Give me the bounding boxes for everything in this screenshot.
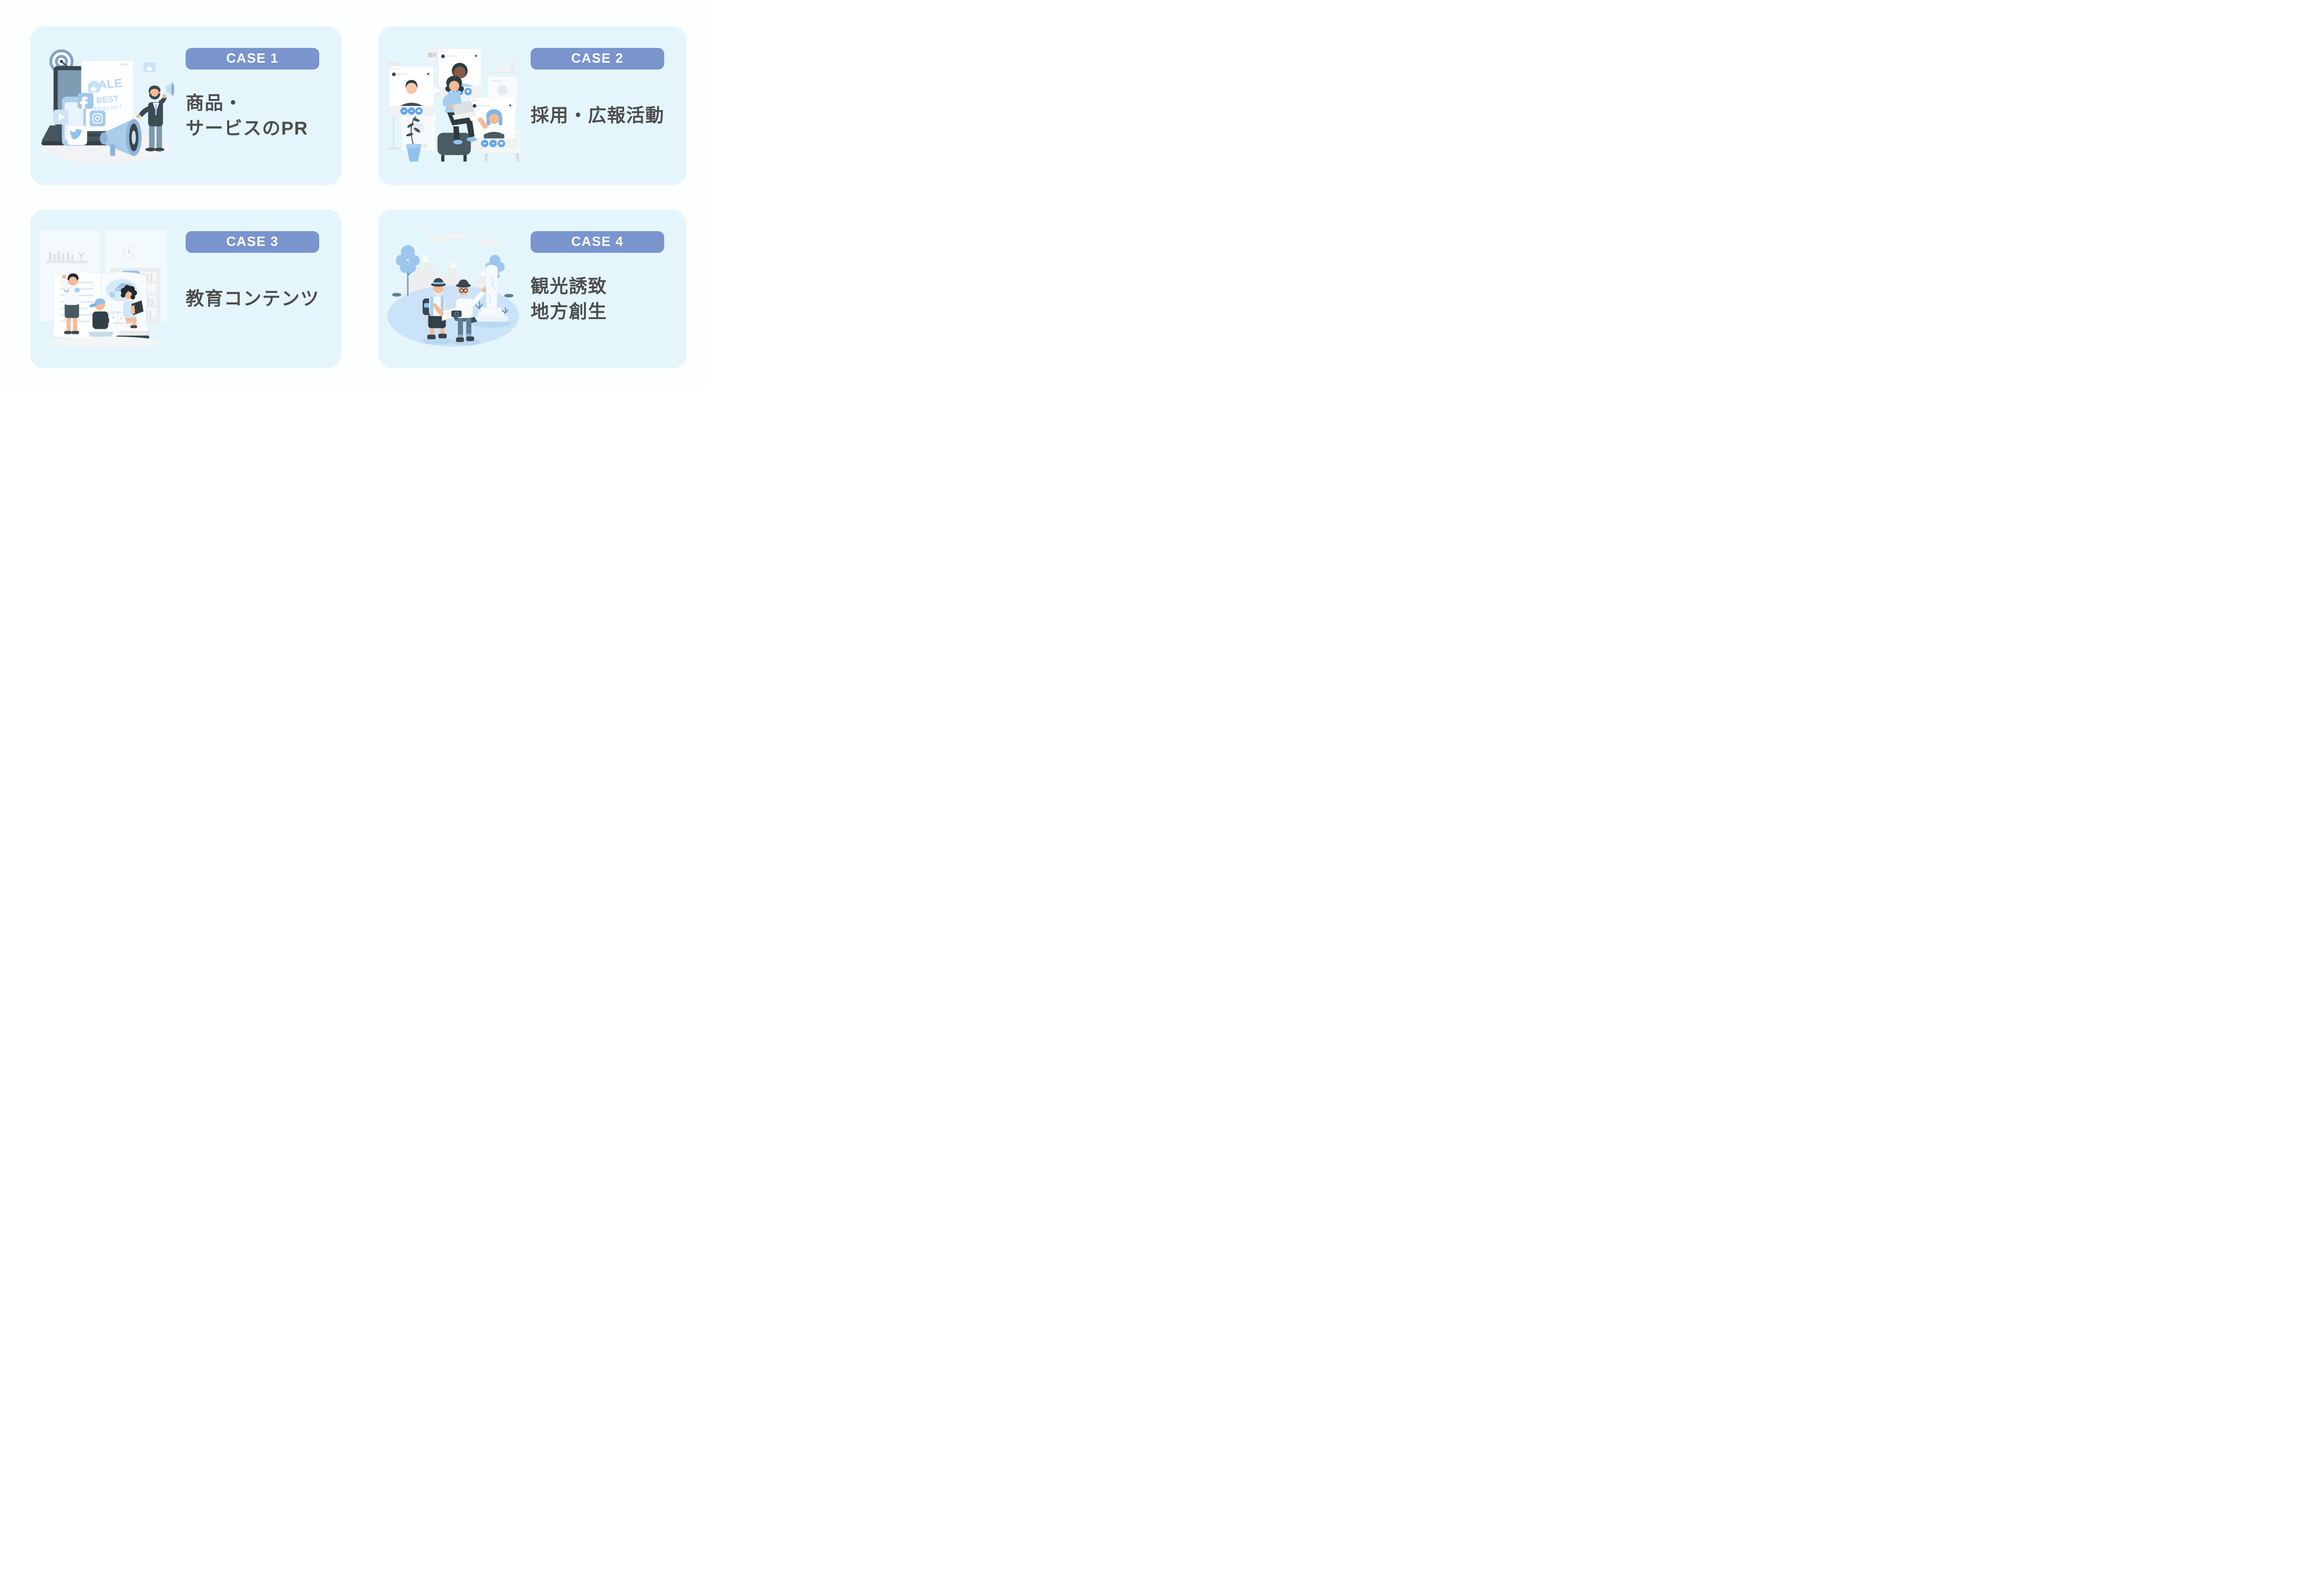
product-pr-illustration: SALE BEST PRODUCT: [41, 49, 175, 163]
face: [433, 284, 444, 295]
title-line: 観光誘致: [531, 276, 607, 297]
case-badge: CASE 4: [531, 231, 664, 253]
call-window-left: [389, 65, 441, 116]
laptop-base: [452, 111, 478, 120]
pointing-arm: [470, 290, 485, 307]
illustration-case-2: [384, 42, 523, 165]
card-case-2: CASE 2 採用・広報活動: [378, 26, 686, 185]
video-call-illustration: [386, 48, 520, 162]
gray-hair: [457, 291, 460, 297]
text-panel-case-2: CASE 2 採用・広報活動: [531, 48, 664, 163]
tree: [396, 245, 420, 296]
bush: [392, 293, 402, 297]
case-badge: CASE 2: [531, 48, 664, 70]
infographic-canvas: SALE BEST PRODUCT: [0, 0, 707, 390]
illustration-case-4: [384, 225, 523, 348]
twitter-icon: [67, 125, 88, 146]
text-panel-case-3: CASE 3 教育コンテンツ: [186, 231, 319, 346]
cap-boy: [88, 298, 125, 338]
ground-shadow: [50, 336, 161, 348]
ottoman: [437, 133, 471, 155]
facebook-icon: [77, 93, 94, 109]
shorts: [428, 314, 446, 328]
curly-hair: [121, 285, 137, 300]
bush: [504, 294, 514, 298]
shoe: [453, 140, 463, 145]
face: [449, 81, 460, 91]
camera-icon: [425, 48, 439, 62]
megaphone-icon: [99, 119, 142, 156]
card-case-4: CASE 4 観光誘致 地方創生: [378, 210, 686, 368]
shorts: [64, 303, 79, 318]
standing-boy: [61, 273, 80, 334]
illustration-case-1: SALE BEST PRODUCT: [36, 42, 175, 165]
hat: [458, 279, 469, 285]
title-line: サービスのPR: [186, 118, 309, 139]
tourism-illustration: [387, 233, 519, 347]
white-beard: [433, 288, 444, 296]
arm: [443, 93, 453, 107]
title-line: 採用・広報活動: [531, 105, 665, 126]
wall-shelf: [46, 251, 89, 263]
shoe: [467, 137, 477, 142]
arm: [130, 305, 135, 315]
education-illustration: [39, 229, 168, 348]
play-icon: [53, 110, 69, 125]
sitting-woman: [437, 76, 478, 162]
grass: [475, 301, 509, 314]
card-case-1: SALE BEST PRODUCT: [30, 26, 341, 185]
plant: [406, 116, 422, 162]
clock-icon: [123, 246, 135, 258]
tee: [92, 311, 109, 329]
text-panel-case-1: CASE 1 商品・ サービスのPR: [186, 48, 319, 163]
face: [454, 66, 466, 79]
clouds: [427, 233, 501, 246]
title-line: 地方創生: [531, 302, 607, 322]
text-panel-case-4: CASE 4 観光誘致 地方創生: [531, 231, 664, 346]
card-title: 商品・ サービスのPR: [186, 70, 319, 163]
case-badge: CASE 1: [186, 48, 319, 70]
case-badge: CASE 3: [186, 231, 319, 253]
title-line: 教育コンテンツ: [186, 289, 320, 309]
arm: [432, 303, 444, 317]
call-window-right: [463, 97, 516, 149]
screen-text-best: BEST: [96, 94, 119, 105]
monument: [472, 264, 511, 328]
card-title: 教育コンテンツ: [186, 253, 319, 346]
hiker-man: [422, 278, 455, 339]
shadow: [422, 338, 452, 344]
laptop-screen: [452, 101, 474, 116]
card-case-3: CASE 3 教育コンテンツ: [30, 210, 341, 368]
card-title: 採用・広報活動: [531, 70, 664, 163]
illustration-case-3: [36, 225, 175, 348]
instagram-icon: [89, 111, 105, 127]
tourist-woman: [451, 279, 486, 342]
like-icon: [88, 82, 100, 93]
hair: [67, 273, 79, 281]
card-title: 観光誘致 地方創生: [531, 253, 664, 346]
face: [406, 82, 417, 94]
title-line: 商品・: [186, 93, 243, 113]
wall-shelf: [491, 60, 518, 74]
face: [68, 275, 78, 285]
presenter-man: [136, 82, 175, 151]
cap: [94, 298, 105, 306]
like-icon: [143, 62, 156, 72]
raised-arm: [61, 277, 70, 291]
face: [489, 114, 499, 124]
